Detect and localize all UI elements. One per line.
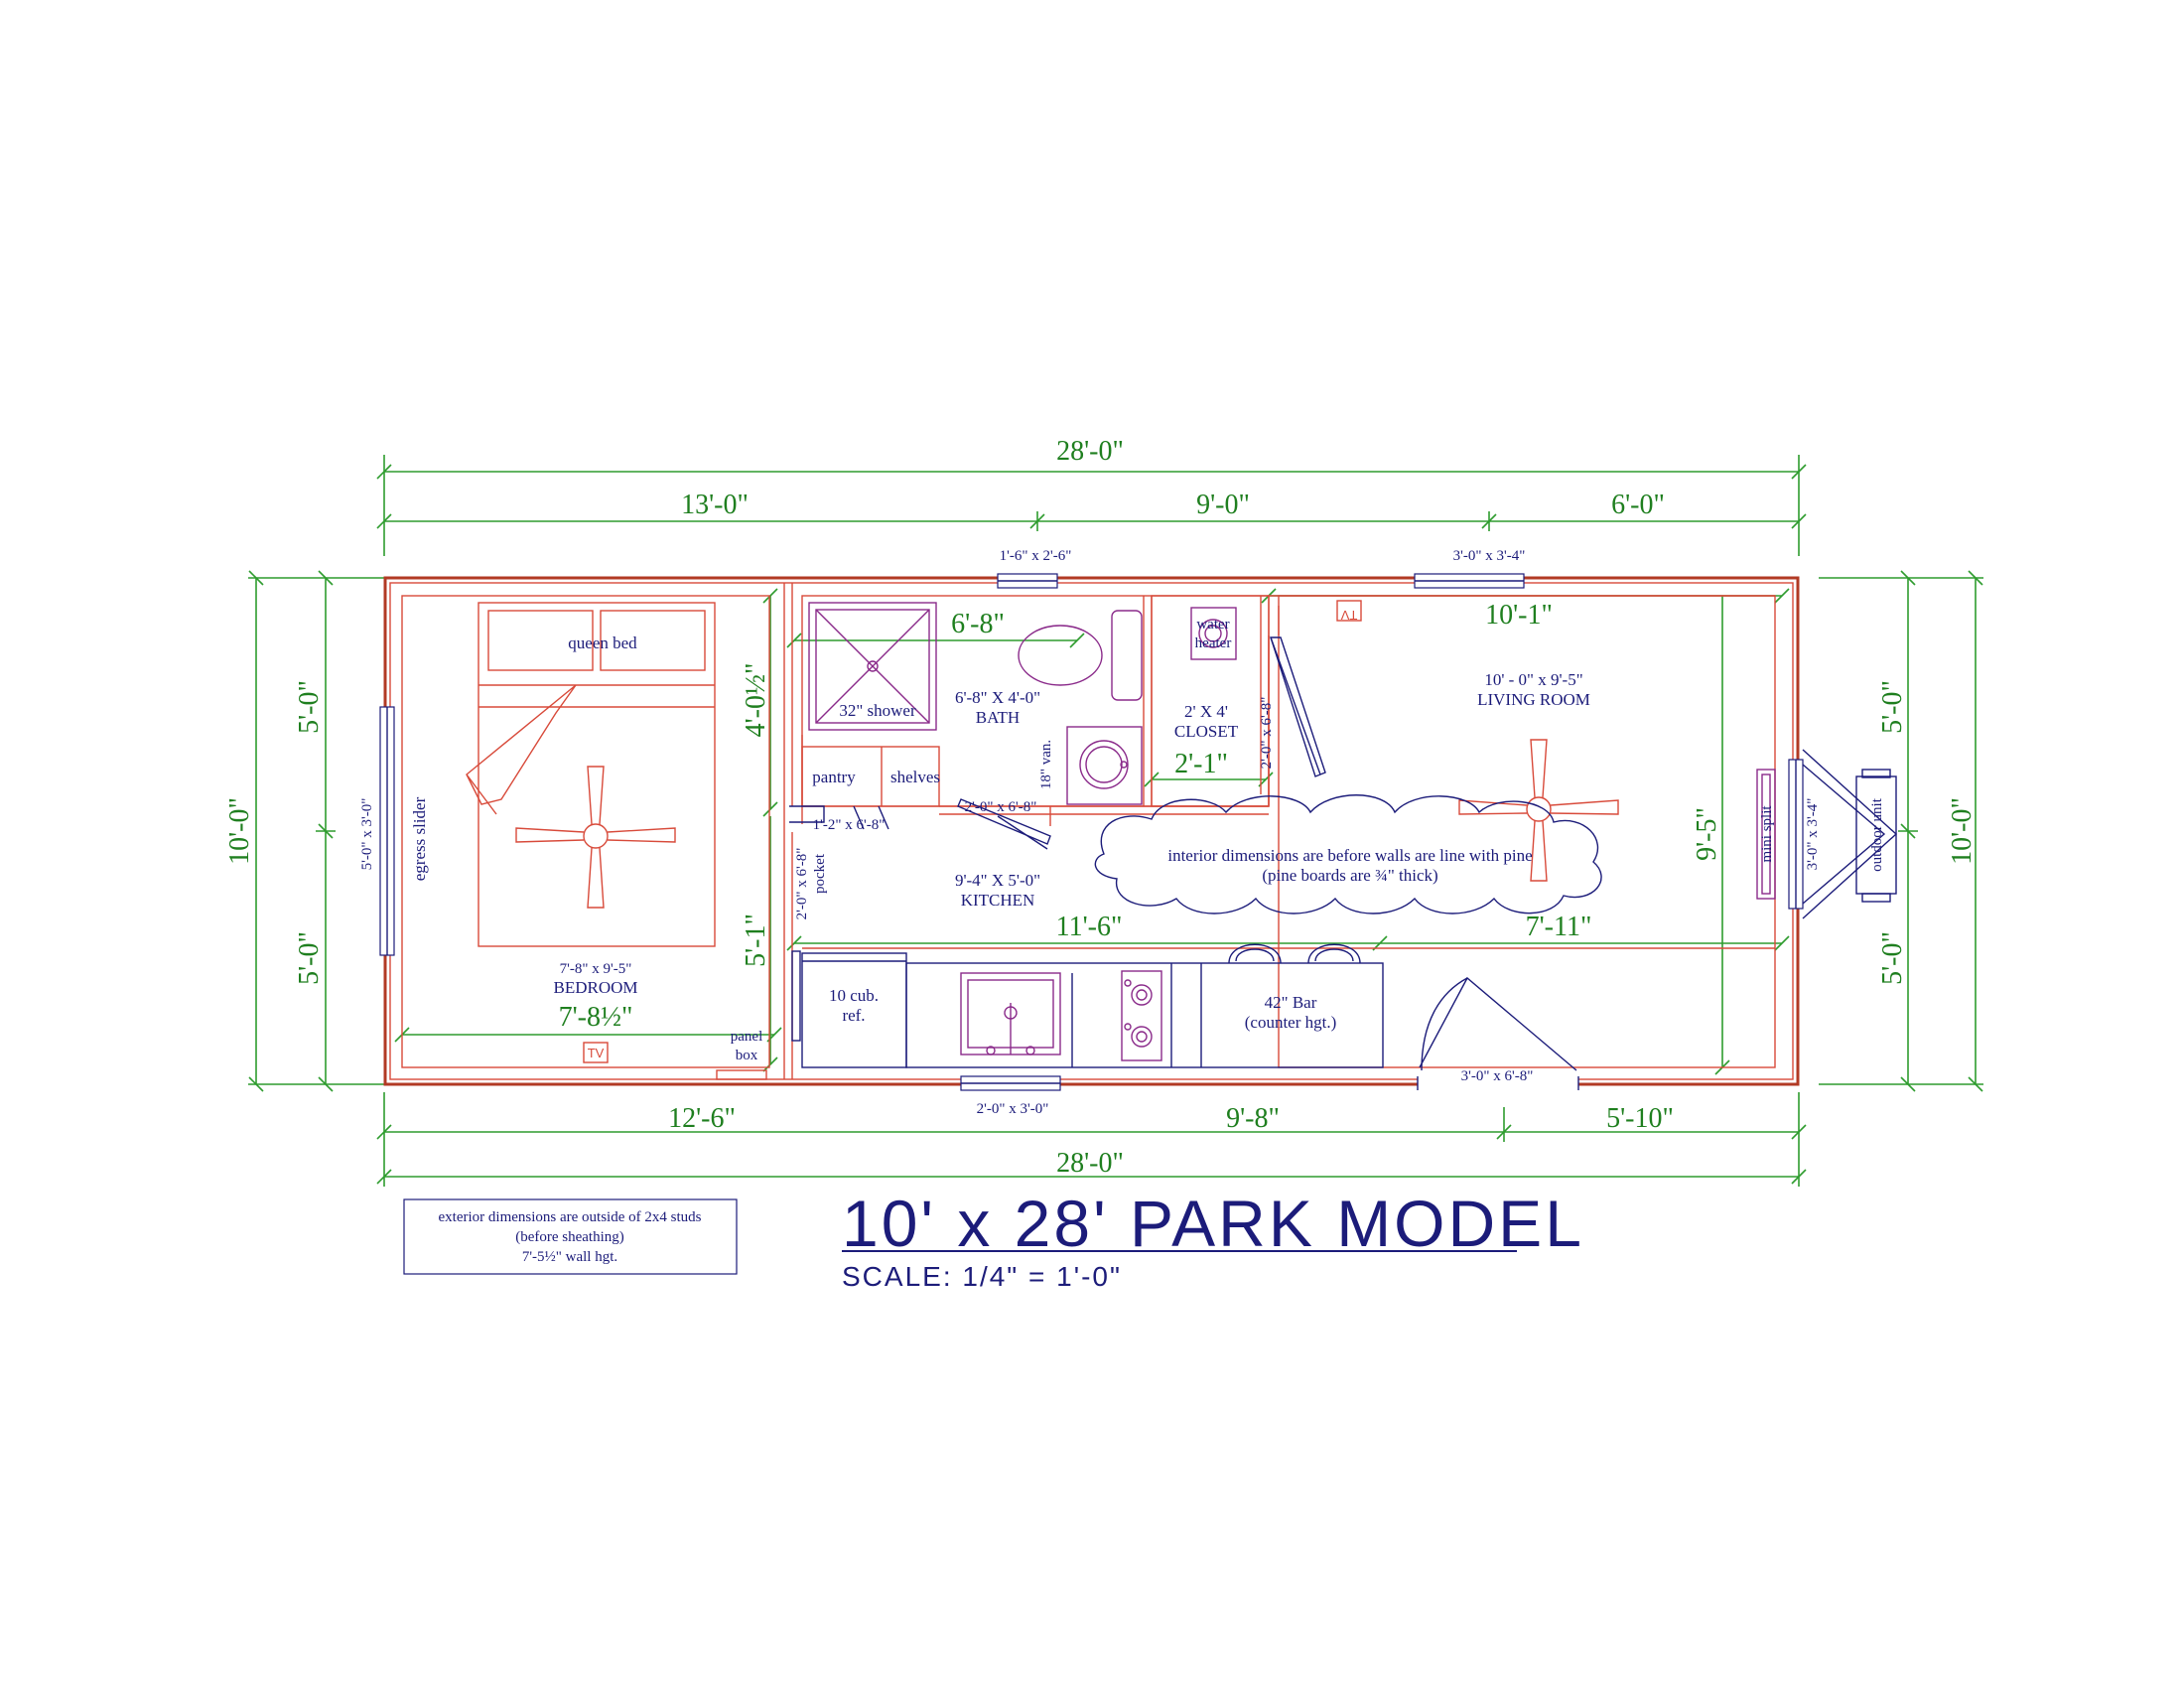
pocket-door-label: 2'-0" x 6'-8" [794,848,810,920]
tv-living-label: TV [1340,608,1357,623]
dim-top-seg3: 6'-0" [1611,490,1665,520]
closet-door-label: 2'-0" x 6'-8" [1259,697,1275,770]
note-line-3: 7'-5½" wall hgt. [522,1249,617,1265]
closet [1190,607,1326,777]
dim-bottom-seg3: 5'-10" [1606,1103,1674,1134]
dim-bath-height: 4'-0½" [741,663,771,738]
dim-bottom-seg2: 9'-8" [1226,1103,1280,1134]
kitchen-name: KITCHEN [961,891,1035,910]
interior-doors [789,798,1051,1042]
bar-stools [1228,943,1361,964]
dim-top-seg2: 9'-0" [1196,490,1250,520]
bedroom-size: 7'-8" x 9'-5" [560,961,632,977]
window-top-bath: 1'-6" x 2'-6" [1000,548,1072,564]
shower [808,602,937,731]
queen-bed [478,602,716,947]
panel-box [716,1069,767,1080]
dim-kitchen-right: 7'-11" [1526,912,1592,942]
toilet-bowl [1018,625,1103,686]
window-top-living: 3'-0" x 3'-4" [1453,548,1526,564]
cloud-note-line-1: interior dimensions are before walls are… [1167,846,1532,865]
window-bottom-kitchen: 2'-0" x 3'-0" [977,1101,1049,1117]
queen-bed-label: queen bed [568,633,637,652]
page-title: 10' x 28' PARK MODEL [842,1187,1584,1260]
pantry-door-label: 1'-2" x 6'-8" [813,817,886,833]
water-heater-label-1: water [1196,617,1229,633]
entry-door [1419,976,1577,1071]
dim-living-width: 10'-1" [1485,600,1553,631]
living-size: 10' - 0" x 9'-5" [1484,670,1582,689]
bath-door-label: 2'-0" x 6'-8" [965,799,1037,815]
dim-right-upper: 5'-0" [1877,680,1908,734]
dim-bath-width: 6'-8" [951,609,1005,639]
door-entry-size: 3'-0" x 6'-8" [1461,1068,1534,1084]
living-ceiling-fan [1458,739,1619,882]
living-room [1336,600,1776,1071]
note-line-1: exterior dimensions are outside of 2x4 s… [439,1209,702,1225]
bar-label-2: (counter hgt.) [1245,1013,1337,1032]
window-right: 3'-0" x 3'-4" [1805,798,1821,871]
kitchen-size: 9'-4" X 5'-0" [955,871,1040,890]
dim-kitchen-height: 5'-1" [741,914,771,967]
bedroom-name: BEDROOM [553,978,637,997]
dim-left-upper: 5'-0" [294,680,325,734]
water-heater [1190,607,1237,660]
dim-bottom-total: 28'-0" [1056,1148,1124,1179]
pocket-label: pocket [812,853,828,894]
kitchen-counter [905,962,1384,1068]
fridge-label-1: 10 cub. [829,986,879,1005]
dim-left-lower: 5'-0" [294,931,325,985]
scale-label: SCALE: 1/4" = 1'-0" [842,1261,1122,1292]
kitchen-sink [960,972,1061,1055]
dim-top-seg1: 13'-0" [681,490,749,520]
egress-slider-label: egress slider [410,796,429,881]
water-heater-label-2: heater [1195,635,1232,651]
cloud-note-line-2: (pine boards are ¾" thick) [1262,866,1437,885]
note-box [403,1198,738,1275]
bath-name: BATH [976,708,1020,727]
panel-box-label-2: box [736,1048,758,1063]
window-left-slider: 5'-0" x 3'-0" [359,798,375,871]
note-line-2: (before sheathing) [515,1229,624,1245]
bath-size: 6'-8" X 4'-0" [955,688,1040,707]
dim-right-lower: 5'-0" [1877,931,1908,985]
kitchen [716,943,1384,1080]
dim-bottom-seg1: 12'-6" [668,1103,736,1134]
shelves-label: shelves [890,768,940,786]
outdoor-unit-label: outdoor unit [1869,797,1885,872]
dim-bedroom-width: 7'-8½" [559,1002,633,1033]
cloud-outline [1094,794,1602,914]
living-name: LIVING ROOM [1477,690,1590,709]
dim-left-total: 10'-0" [224,797,255,865]
bath [808,602,1143,805]
dim-right-total: 10'-0" [1947,797,1978,865]
shower-label: 32" shower [839,701,916,720]
vanity [1066,726,1143,805]
pantry-label: pantry [812,768,856,786]
closet-size: 2' X 4' [1184,702,1228,721]
tv-bedroom-label: TV [588,1046,605,1060]
toilet [1111,610,1143,701]
dim-kitchen-left: 11'-6" [1056,912,1123,942]
dim-top-total: 28'-0" [1056,436,1124,467]
vanity-label: 18" van. [1038,740,1054,789]
dimension-lines [248,455,1983,1187]
outdoor-unit [1802,749,1898,919]
dim-closet-width: 2'-1" [1174,749,1228,779]
bedroom [466,602,716,1063]
bedroom-ceiling-fan [515,766,676,909]
fridge-label-2: ref. [842,1006,865,1025]
mini-split [1756,769,1776,900]
bar-label-1: 42" Bar [1265,993,1317,1012]
exterior-walls [379,573,1804,1091]
panel-box-label-1: panel [731,1029,762,1045]
cooktop [1121,970,1162,1061]
dim-living-height: 9'-5" [1692,807,1722,861]
closet-name: CLOSET [1174,722,1239,741]
mini-split-label: mini split [1759,805,1775,863]
